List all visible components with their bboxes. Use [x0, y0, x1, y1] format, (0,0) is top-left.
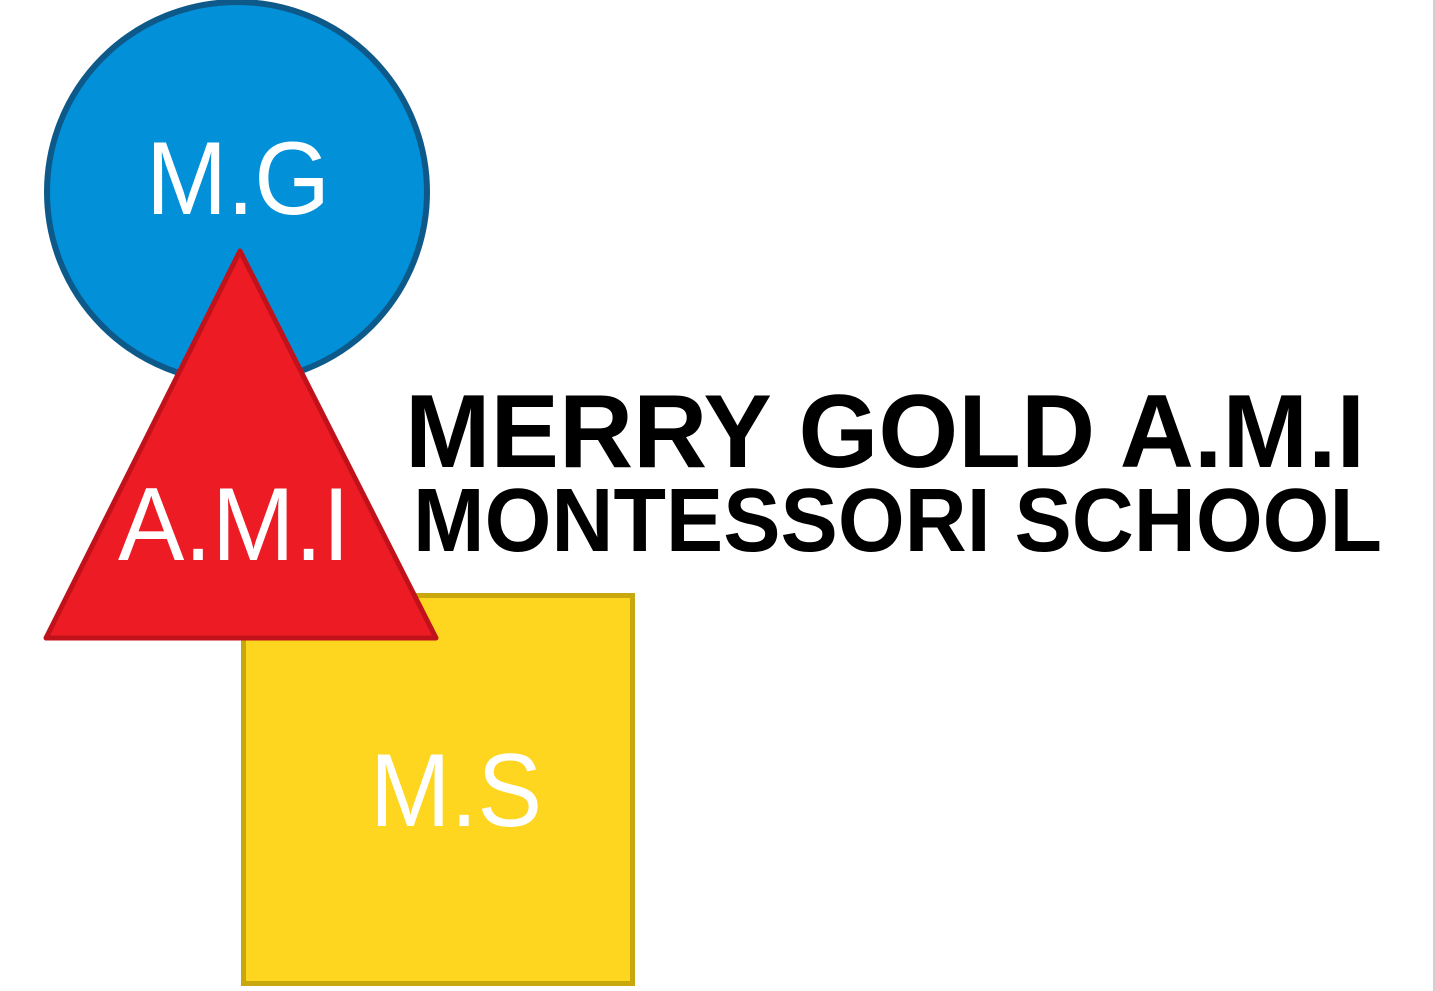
square-label: M.S: [370, 733, 542, 849]
title-line-2: MONTESSORI SCHOOL: [413, 471, 1382, 571]
title-line-1: MERRY GOLD A.M.I: [405, 374, 1365, 490]
circle-label: M.G: [146, 121, 330, 237]
triangle-label: A.M.I: [118, 467, 350, 583]
logo-triangle: [43, 248, 439, 641]
logo-square: [241, 593, 635, 986]
right-edge-divider: [1433, 0, 1435, 991]
